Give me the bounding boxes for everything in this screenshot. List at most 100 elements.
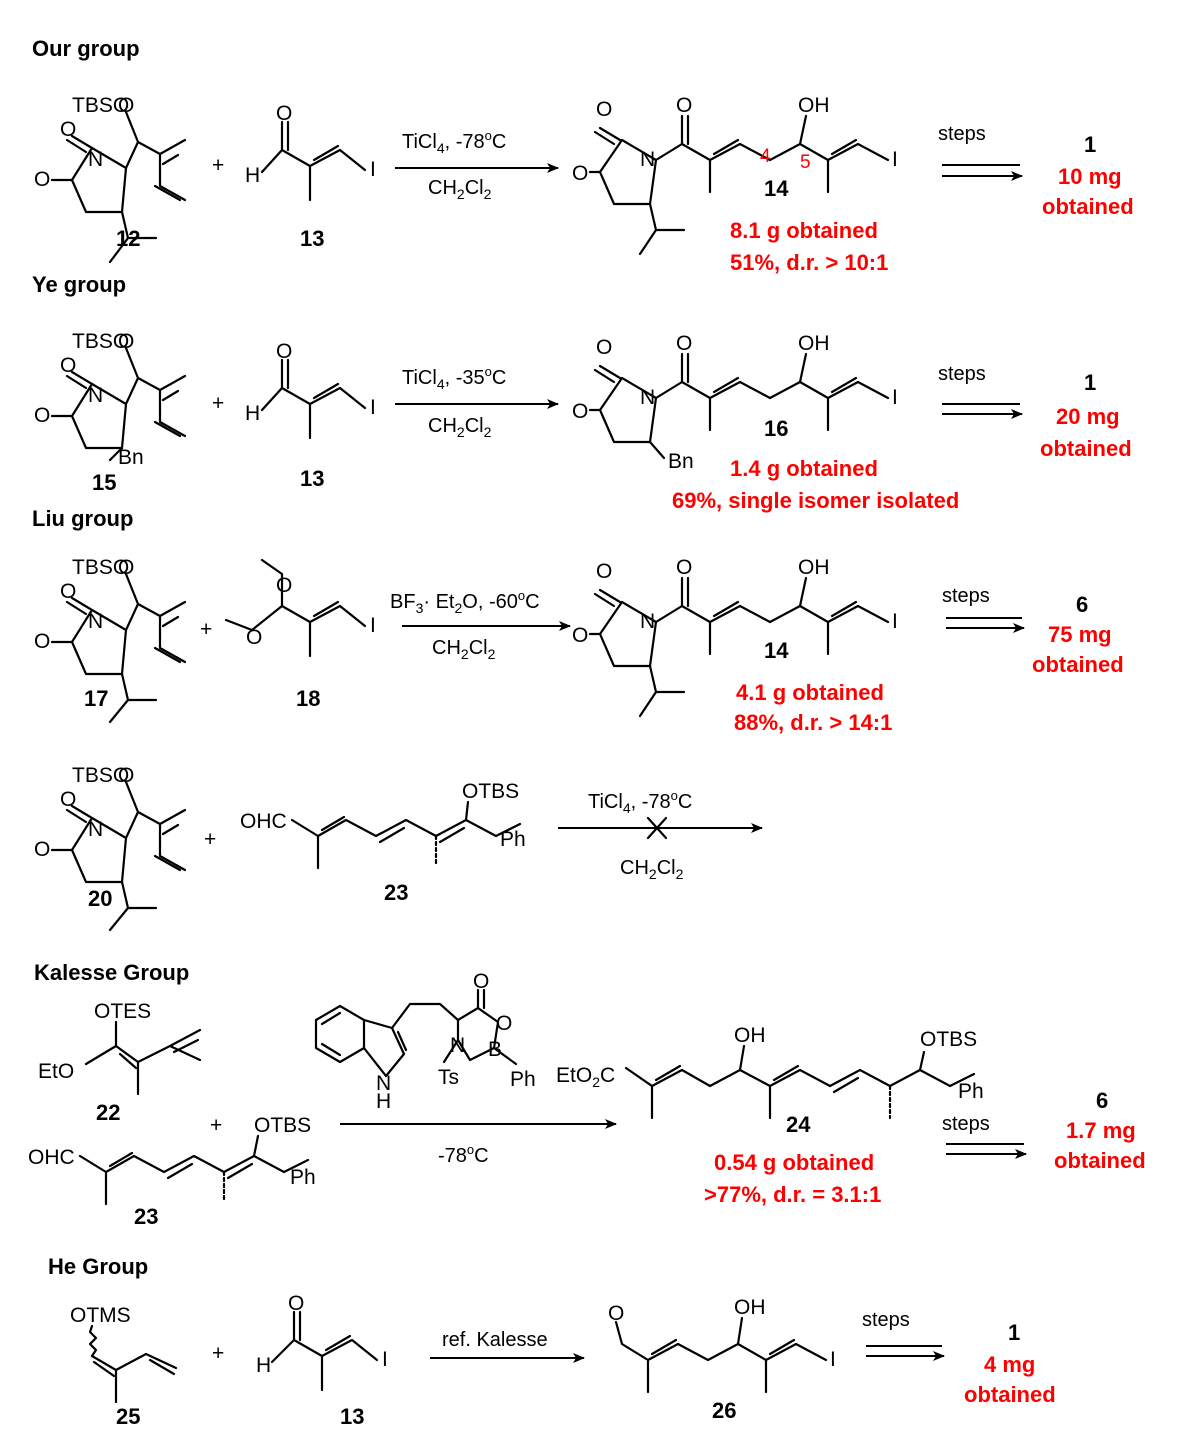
atom-tbso: TBSO xyxy=(72,556,129,579)
atom-i: I xyxy=(830,1348,836,1371)
condition-ref-kalesse: ref. Kalesse xyxy=(442,1329,548,1351)
atom-o: O xyxy=(60,580,76,603)
plus-sign: + xyxy=(204,828,216,851)
label-product-6: 6 xyxy=(1076,592,1088,617)
atom-ph: Ph xyxy=(500,828,526,851)
atom-o: O xyxy=(118,764,134,787)
plus-sign: + xyxy=(212,392,224,415)
atom-o: O xyxy=(596,336,612,359)
label-compound-14: 14 xyxy=(764,638,789,663)
atom-o: O xyxy=(596,98,612,121)
result-obtained: obtained xyxy=(1040,436,1132,461)
atom-o: O xyxy=(676,556,692,579)
compound-12-structure: O TBSO O N O xyxy=(34,94,187,264)
atom-o: O xyxy=(118,330,134,353)
compound-22-structure: OTES EtO xyxy=(38,1000,202,1096)
atom-o: O xyxy=(608,1302,624,1325)
atom-i: I xyxy=(370,396,376,419)
label-compound-20: 20 xyxy=(88,886,112,911)
atom-n: N xyxy=(88,818,103,841)
compound-17-structure: O TBSO O N O xyxy=(34,556,187,724)
atom-o: O xyxy=(34,168,50,191)
atom-oh: OH xyxy=(734,1296,766,1319)
label-product-1: 1 xyxy=(1084,370,1096,395)
atom-o: O xyxy=(676,94,692,117)
label-steps: steps xyxy=(942,1113,990,1135)
atom-otbs: OTBS xyxy=(254,1114,311,1137)
label-compound-25: 25 xyxy=(116,1404,140,1429)
atom-i: I xyxy=(892,148,898,171)
result-yield-liu: 88%, d.r. > 14:1 xyxy=(734,710,892,735)
plus-sign: + xyxy=(212,1342,224,1365)
result-mass-kalesse: 0.54 g obtained xyxy=(714,1150,874,1175)
atom-h: H xyxy=(245,402,260,425)
compound-23-structure: OHC OTBS Ph xyxy=(240,780,526,870)
atom-o: O xyxy=(60,788,76,811)
atom-tbso: TBSO xyxy=(72,330,129,353)
label-steps: steps xyxy=(938,363,986,385)
atom-o: O xyxy=(34,838,50,861)
atom-h: H xyxy=(245,164,260,187)
compound-20-structure: O TBSO O N O xyxy=(34,764,187,932)
atom-n: N xyxy=(376,1072,391,1095)
atom-n: N xyxy=(640,148,655,171)
compound-13-structure: O H I xyxy=(245,340,376,440)
label-compound-18: 18 xyxy=(296,686,320,711)
condition-ticl4-35: TiCl4, -35oC xyxy=(402,364,506,392)
header-ye-group: Ye group xyxy=(32,272,126,297)
condition-ch2cl2: CH2Cl2 xyxy=(428,415,492,440)
atom-o: O xyxy=(60,118,76,141)
result-yield-ye: 69%, single isomer isolated xyxy=(672,488,959,513)
atom-oh: OH xyxy=(798,332,830,355)
result-mass-our: 8.1 g obtained xyxy=(730,218,878,243)
compound-13-structure: O H I xyxy=(245,102,376,202)
result-mass-ye: 1.4 g obtained xyxy=(730,456,878,481)
atom-ph: Ph xyxy=(958,1080,984,1103)
atom-o: O xyxy=(496,1012,512,1035)
position-4-label: 4 xyxy=(760,146,771,167)
atom-ts: Ts xyxy=(438,1066,459,1089)
atom-eto: EtO xyxy=(38,1060,74,1083)
label-compound-14: 14 xyxy=(764,176,789,201)
atom-h: H xyxy=(376,1090,391,1113)
atom-ohc: OHC xyxy=(28,1146,75,1169)
compound-18-structure: O O I xyxy=(224,558,376,658)
label-steps: steps xyxy=(942,585,990,607)
label-product-6: 6 xyxy=(1096,1088,1108,1113)
condition-ticl4-78: TiCl4, -78oC xyxy=(402,128,506,156)
result-obtained: obtained xyxy=(1042,194,1134,219)
compound-14-structure: O O N O OH I 4 5 xyxy=(572,94,898,256)
header-kalesse-group: Kalesse Group xyxy=(34,960,189,985)
compound-16-structure: O O N O OH I Bn xyxy=(572,332,898,473)
plus-sign: + xyxy=(212,154,224,177)
atom-i: I xyxy=(370,614,376,637)
compound-15-structure: O TBSO O N O Bn xyxy=(34,330,187,469)
label-compound-13: 13 xyxy=(300,226,324,251)
label-compound-13: 13 xyxy=(300,466,324,491)
atom-o: O xyxy=(118,94,134,117)
condition-ticl4-78: TiCl4, -78oC xyxy=(588,788,692,816)
compound-25-structure: OTMS xyxy=(70,1304,178,1404)
atom-ph: Ph xyxy=(290,1166,316,1189)
catalyst-structure: O O N B Ts Ph N H xyxy=(314,970,536,1113)
atom-n: N xyxy=(88,610,103,633)
atom-i: I xyxy=(892,386,898,409)
atom-n: N xyxy=(450,1034,465,1057)
condition-bf3: BF3· Et2O, -60oC xyxy=(390,588,540,616)
label-compound-24: 24 xyxy=(786,1112,811,1137)
atom-o: O xyxy=(288,1292,304,1315)
atom-otes: OTES xyxy=(94,1000,151,1023)
header-our-group: Our group xyxy=(32,36,140,61)
atom-o: O xyxy=(276,340,292,363)
result-final-ye: 20 mg xyxy=(1056,404,1120,429)
atom-oh: OH xyxy=(798,94,830,117)
compound-26-structure: O OH I xyxy=(608,1296,836,1394)
result-final-our: 10 mg xyxy=(1058,164,1122,189)
condition-ch2cl2: CH2Cl2 xyxy=(432,637,496,662)
compound-14-structure: O O N O OH I xyxy=(572,556,898,718)
atom-n: N xyxy=(640,610,655,633)
result-final-he: 4 mg xyxy=(984,1352,1035,1377)
result-yield-kalesse: >77%, d.r. = 3.1:1 xyxy=(704,1182,881,1207)
result-mass-liu: 4.1 g obtained xyxy=(736,680,884,705)
